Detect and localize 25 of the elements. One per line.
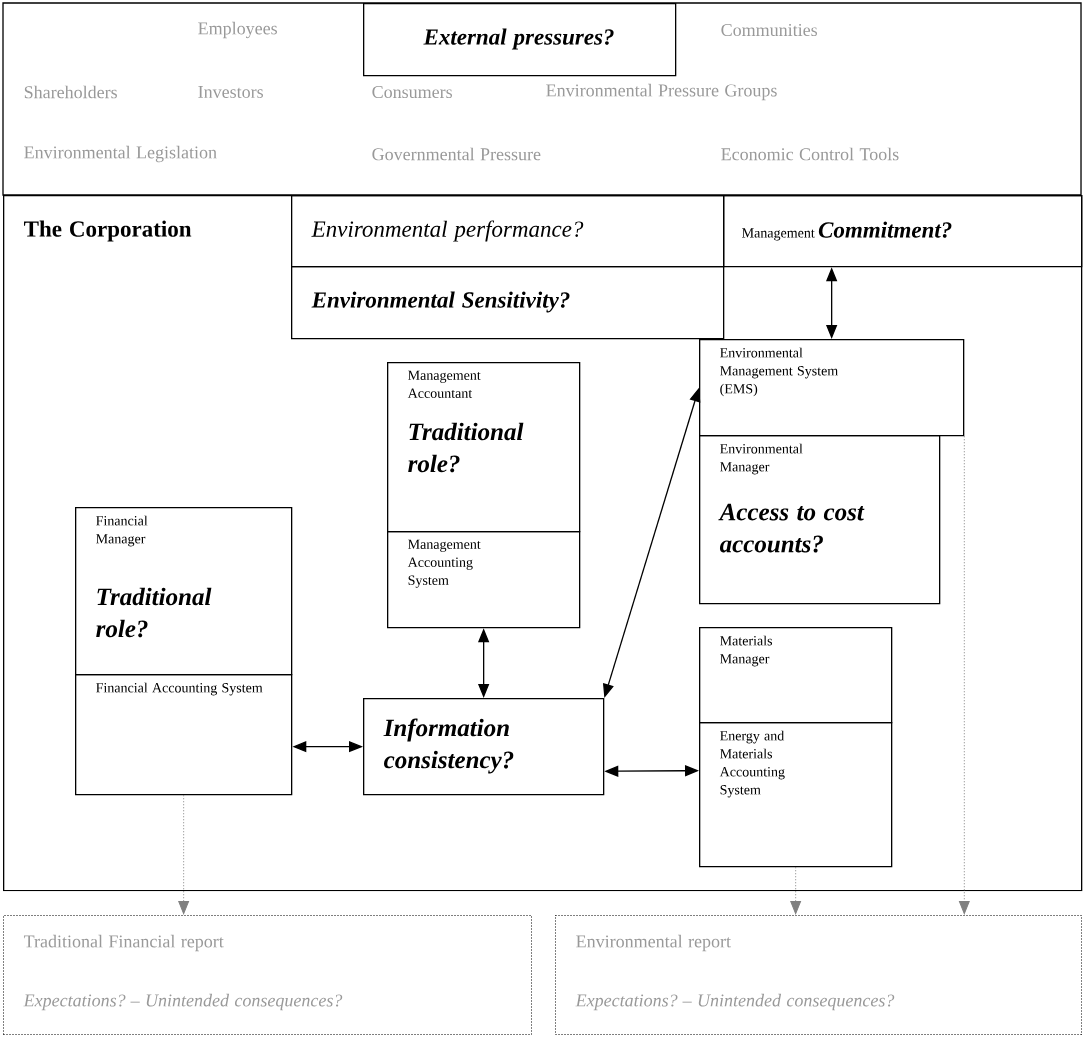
process-box: Management Accounting System (387, 531, 581, 629)
stakeholder-label: Governmental Pressure (372, 147, 541, 161)
stakeholder-label: Investors (198, 86, 263, 98)
heading-box: External pressures? (363, 3, 677, 77)
process-box: Financial Manager Traditional role? (75, 507, 293, 676)
stakeholder-label: Economic Control Tools (721, 147, 899, 161)
stakeholder-label: Communities (721, 23, 818, 37)
arrow (790, 866, 802, 915)
arrow (958, 435, 970, 915)
table-cell: Environmental Sensitivity? (291, 266, 725, 340)
stakeholder-label: Environmental Pressure Groups (546, 83, 777, 101)
stakeholder-label: Employees (198, 21, 277, 39)
process-box: Information consistency? (363, 698, 605, 796)
arrow (178, 794, 190, 915)
process-box: Environmental Management System (EMS) (699, 339, 965, 437)
process-box: Materials Manager (699, 627, 893, 724)
process-box: Financial Accounting System (75, 674, 293, 796)
table-cell: Environmental performance? (291, 195, 725, 268)
stakeholder-label: Shareholders (24, 85, 117, 99)
process-box: Management Accountant Traditional role? (387, 362, 581, 533)
process-box: Energy and Materials Accounting System (699, 722, 893, 868)
process-box: Environmental Manager Access to cost accounts? (699, 435, 941, 605)
stakeholder-label: Environmental Legislation (24, 145, 217, 163)
report-box: Environmental report Expectations? – Unintended consequences? (555, 915, 1082, 1035)
report-box: Traditional Financial report Expectations? – Unintended consequences? (3, 915, 532, 1035)
